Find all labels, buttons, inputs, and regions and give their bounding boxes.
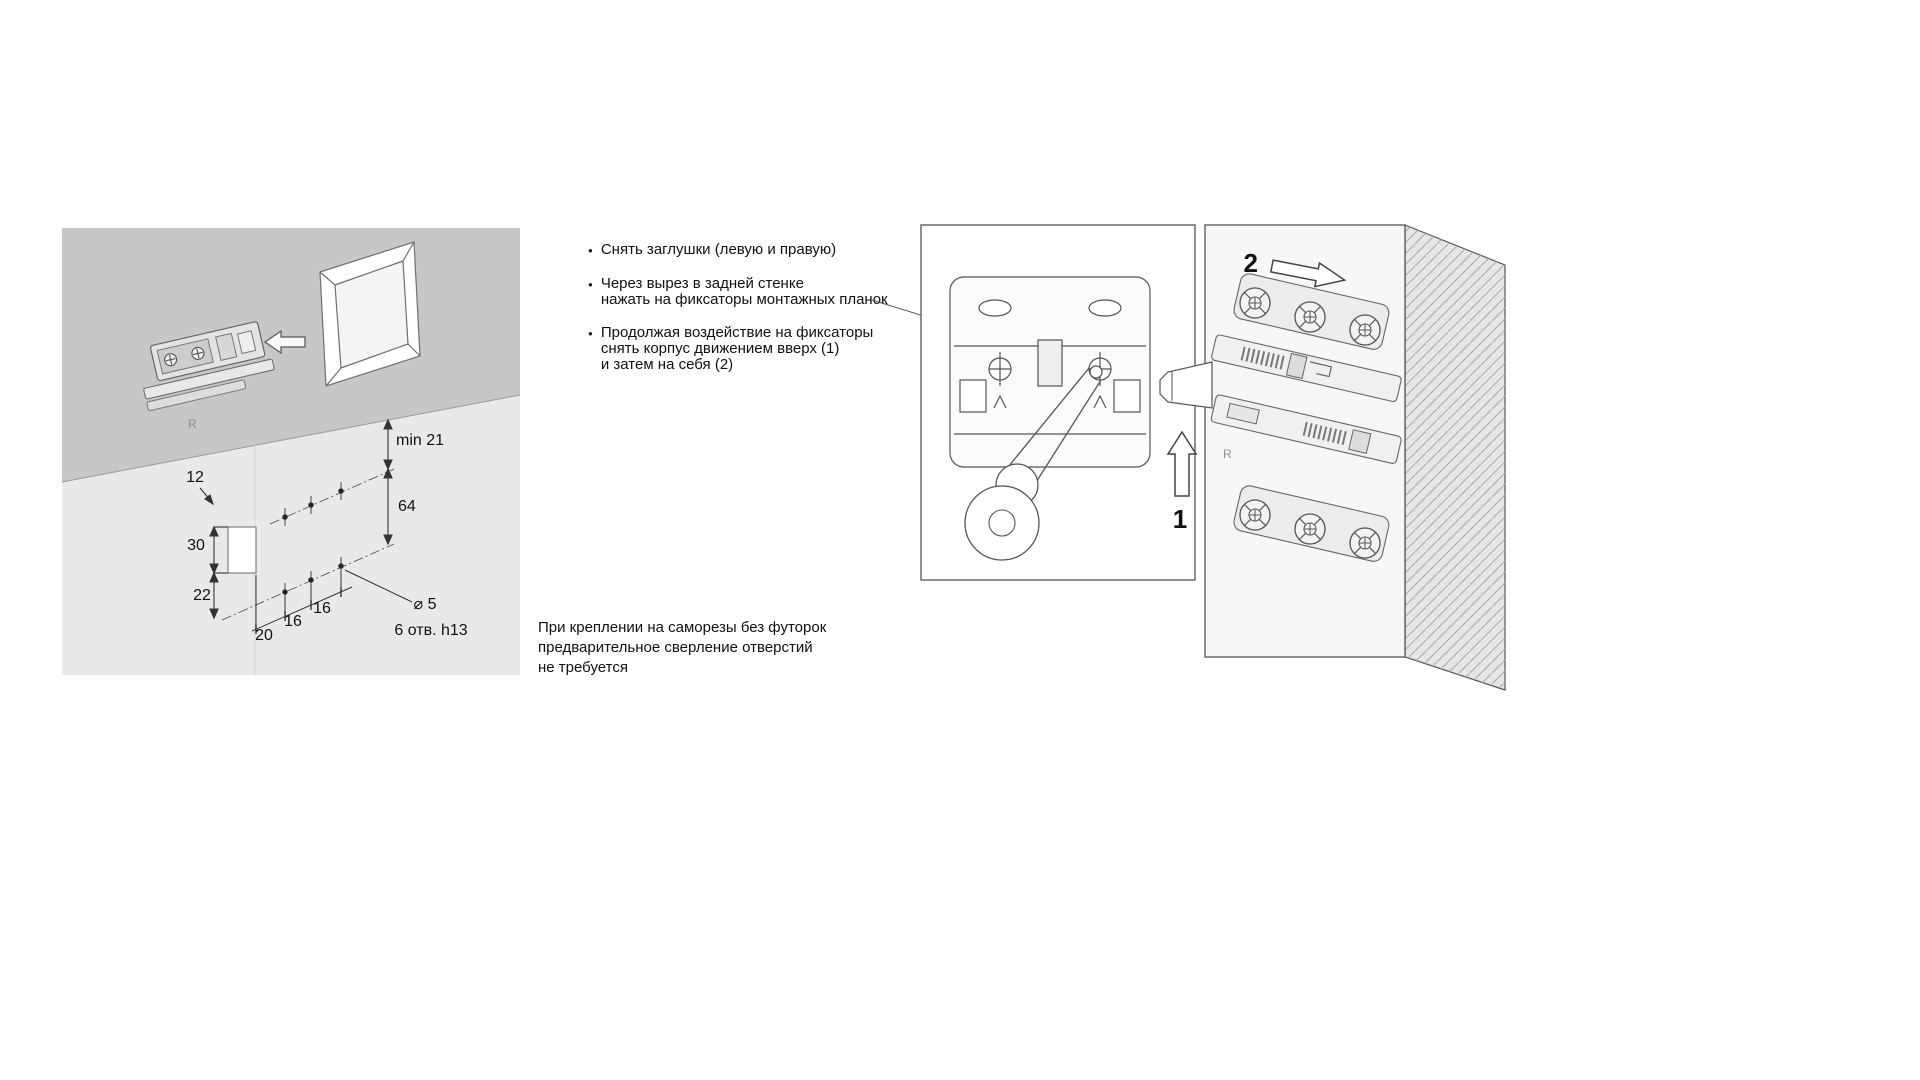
drilling-dimension-diagram: R min 21 64 12 <box>62 228 520 675</box>
side-panel-view: R <box>1159 224 1506 691</box>
back-panel-view <box>920 224 1196 581</box>
note-text: При креплении на саморезы без футорок пр… <box>538 618 826 678</box>
dim-min21-label: min 21 <box>396 432 444 449</box>
instruction-step-2: ● Через вырез в задней стенке нажать на … <box>588 276 928 308</box>
bracket-screw-icon <box>164 346 205 367</box>
panel-r-mark: R <box>1223 447 1232 461</box>
instruction-step-3: ● Продолжая воздействие на фиксаторы сня… <box>588 325 928 373</box>
instruction-text: и затем на себя (2) <box>600 356 734 373</box>
panel-cutout <box>227 526 257 574</box>
dim-12-label: 12 <box>186 469 204 486</box>
dim-22 <box>209 571 219 620</box>
mounting-bracket <box>143 321 275 412</box>
holes-count-label: 6 отв. h13 <box>394 622 467 639</box>
screw-icon <box>1294 301 1326 333</box>
mounting-rail-bottom <box>1210 394 1402 464</box>
note-line: При креплении на саморезы без футорок <box>538 619 827 636</box>
dim-30 <box>209 525 228 575</box>
arrow-left-icon <box>263 329 306 355</box>
bullet-icon: ● <box>588 329 593 338</box>
bracket-r-mark: R <box>188 417 197 431</box>
dim-22-label: 22 <box>193 587 211 604</box>
dim-12-arrow <box>199 487 215 506</box>
mounting-rail-top <box>1211 334 1402 403</box>
cap-removal-diagram: R 2 1 <box>920 224 1506 691</box>
screw-icon <box>1349 314 1381 346</box>
arrow-right-icon <box>1269 259 1347 288</box>
arrow-up-icon <box>1166 430 1198 497</box>
fixator-arrow-up-icon <box>1093 394 1107 409</box>
vertical-dimension <box>383 418 393 546</box>
fixator-tab <box>1159 361 1213 409</box>
instructions-list: ● Снять заглушки (левую и правую) ● Чере… <box>588 242 928 390</box>
cover-cap <box>319 241 421 387</box>
hole-centerlines <box>221 468 395 621</box>
instruction-text: снять корпус движением вверх (1) <box>600 340 840 357</box>
instruction-step-1: ● Снять заглушки (левую и правую) <box>588 242 928 259</box>
instruction-text: Продолжая воздействие на фиксаторы <box>600 324 874 341</box>
bullet-icon: ● <box>588 280 593 289</box>
step-2-label: 2 <box>1244 248 1258 278</box>
bullet-icon: ● <box>588 246 593 255</box>
note-line: предварительное сверление отверстий <box>538 639 813 656</box>
instruction-text: нажать на фиксаторы монтажных планок <box>600 291 888 308</box>
instruction-text: Через вырез в задней стенке <box>600 275 804 292</box>
note-line: не требуется <box>538 659 628 676</box>
screw-icon <box>1239 287 1271 319</box>
step-1-label: 1 <box>1173 504 1187 534</box>
fixator-arrow-up-icon <box>993 394 1007 409</box>
instruction-text: Снять заглушки (левую и правую) <box>600 241 837 258</box>
spring-coil <box>1240 346 1287 371</box>
dim-20-label: 20 <box>255 627 273 644</box>
diameter-leader <box>344 569 413 603</box>
chain-dimension <box>251 570 353 634</box>
mounting-plate <box>949 276 1151 468</box>
dim-64-label: 64 <box>398 498 416 515</box>
screw-icon <box>1239 499 1271 531</box>
hole-diameter-label: ⌀ 5 <box>414 596 437 613</box>
screw-icon <box>1294 513 1326 545</box>
dim-30-label: 30 <box>187 537 205 554</box>
screw-icon <box>1349 527 1381 559</box>
push-tool <box>964 365 1103 561</box>
cabinet-corner <box>62 228 520 675</box>
dim-16-label-a: 16 <box>284 613 302 630</box>
dim-16-label-b: 16 <box>313 600 331 617</box>
